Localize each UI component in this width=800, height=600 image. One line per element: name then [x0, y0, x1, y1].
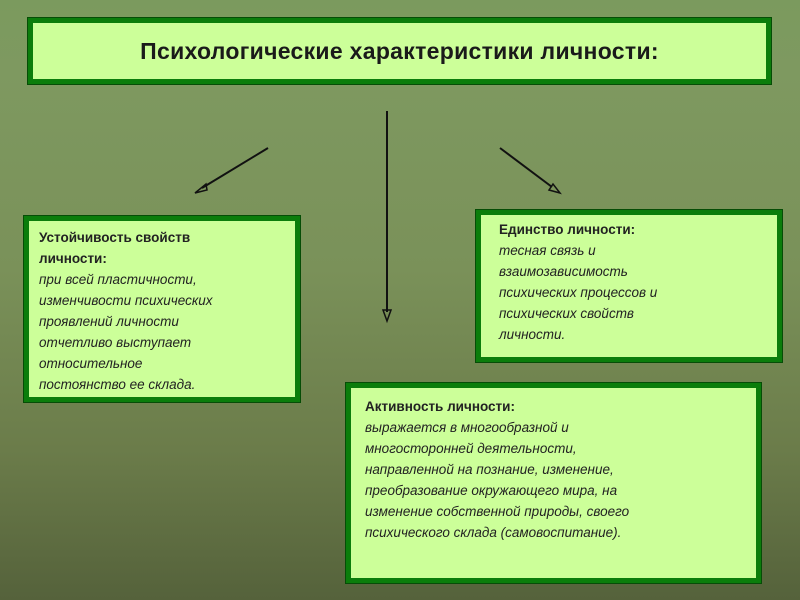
activity-body-line: направленной на познание, изменение,: [365, 462, 614, 477]
stability-body-line: изменчивости психических: [39, 293, 213, 308]
stability-box: Устойчивость свойств личности: при всей …: [24, 216, 300, 402]
unity-box: Единство личности: тесная связь и взаимо…: [476, 210, 782, 362]
stability-body-line: постоянство ее склада.: [39, 377, 196, 392]
stability-body-line: отчетливо выступает: [39, 335, 192, 350]
stability-body-line: проявлений личности: [39, 314, 179, 329]
unity-body-line: взаимозависимость: [499, 264, 628, 279]
unity-body-line: личности.: [499, 327, 566, 342]
activity-body-line: изменение собственной природы, своего: [365, 504, 630, 519]
unity-body-line: психических свойств: [499, 306, 634, 321]
activity-heading-line: Активность личности:: [365, 399, 515, 414]
title-box: Психологические характеристики личности:: [28, 18, 771, 84]
arrow-right-head: [547, 182, 562, 195]
arrow-left: [201, 147, 269, 189]
stability-body-line: относительное: [39, 356, 143, 371]
unity-body-line: тесная связь и: [499, 243, 596, 258]
arrow-right: [499, 147, 553, 188]
unity-body-line: психических процессов и: [499, 285, 658, 300]
stability-heading-line: личности:: [39, 251, 107, 266]
arrow-left-head: [194, 182, 208, 194]
activity-body-line: психического склада (самовоспитание).: [365, 525, 622, 540]
activity-body-line: преобразование окружающего мира, на: [365, 483, 618, 498]
activity-body-line: выражается в многообразной и: [365, 420, 569, 435]
arrow-center-head: [381, 309, 393, 324]
stability-body-line: при всей пластичности,: [39, 272, 197, 287]
diagram-title: Психологические характеристики личности:: [140, 37, 659, 64]
stability-heading-line: Устойчивость свойств: [39, 230, 191, 245]
activity-box: Активность личности: выражается в многоо…: [346, 383, 761, 583]
unity-heading-line: Единство личности:: [499, 222, 636, 237]
activity-body-line: многосторонней деятельности,: [365, 441, 577, 456]
